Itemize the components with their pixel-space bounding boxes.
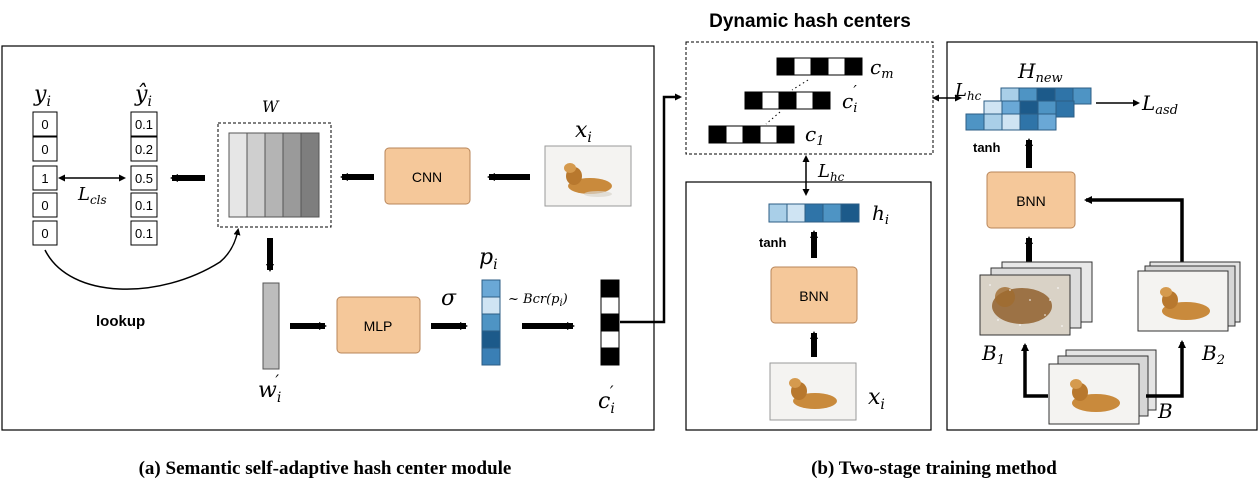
arrow-b2-to-bnn [1084, 196, 1184, 262]
c1-label: c1 [805, 122, 824, 149]
y-label: yi [33, 82, 51, 110]
panel-b-left-frame [685, 181, 932, 431]
y-cell-3: 0 [41, 198, 48, 213]
yhat-vector: 0.1 0.2 0.5 0.1 0.1 [130, 111, 158, 246]
c1-code [708, 125, 795, 144]
ci-label: ci′ [598, 382, 615, 417]
cm-label: cm [870, 55, 894, 82]
ci-code [744, 91, 831, 110]
y-cell-4: 0 [41, 226, 48, 241]
bernoulli-label: ~ Bcr(pi) [508, 292, 568, 309]
cnn-block [384, 147, 471, 205]
sigma-label: σ [441, 286, 457, 311]
centers-dots-top [791, 79, 809, 91]
bnn-block-right [986, 171, 1076, 229]
yhat-cell-1: 0.2 [135, 142, 153, 157]
arrow-b-to-b1 [1021, 343, 1048, 398]
pi-label: pi [479, 245, 498, 273]
lhc-label-vertical: Lhc [817, 161, 845, 184]
hnew-stack [965, 87, 1092, 131]
mlp-block [336, 296, 421, 354]
hi-label: hi [872, 201, 889, 228]
mlp-label: MLP [364, 318, 393, 334]
cnn-label: CNN [412, 169, 442, 185]
dog-image-b-left [769, 362, 857, 421]
xi-label-b: xi [868, 385, 885, 413]
y-cell-0: 0 [41, 117, 48, 132]
ci-to-centers-line [620, 93, 682, 324]
y-vector: 0 0 1 0 0 [32, 111, 58, 246]
centers-dots-bottom [765, 111, 781, 125]
bnn-label-right: BNN [1016, 193, 1046, 209]
w-matrix [228, 132, 320, 218]
y-cell-2: 1 [41, 171, 48, 186]
wi-vector [262, 282, 280, 370]
panel-b-right-frame [946, 41, 1258, 431]
ci-vector [600, 279, 620, 366]
panel-a-frame [1, 45, 655, 431]
pi-vector [481, 279, 501, 366]
bnn-label-left: BNN [799, 288, 829, 304]
bnn-block-left [770, 266, 858, 324]
dog-image-a [544, 145, 632, 207]
hnew-label: Hnew [1017, 59, 1063, 86]
tanh-label-left: tanh [759, 235, 787, 250]
caption-b: (b) Two-stage training method [811, 458, 1057, 479]
ci-code-label: ci′ [842, 82, 857, 116]
b-label: B [1157, 399, 1173, 423]
lookup-arrow [44, 228, 241, 290]
b1-label: B1 [981, 341, 1005, 368]
b2-images [1137, 261, 1241, 332]
b-images [1048, 349, 1157, 425]
lcls-label: Lcls [77, 184, 107, 207]
w-matrix-frame [217, 122, 332, 228]
dynamic-centers-title: Dynamic hash centers [709, 11, 911, 32]
b1-images [979, 261, 1093, 336]
lasd-label: Lasd [1141, 91, 1178, 118]
b2-label: B2 [1201, 341, 1225, 368]
tanh-label-right: tanh [973, 140, 1001, 155]
yhat-cell-0: 0.1 [135, 117, 153, 132]
xi-label-a: xi [575, 118, 592, 146]
yhat-cell-3: 0.1 [135, 198, 153, 213]
yhat-cell-4: 0.1 [135, 226, 153, 241]
lhc-label-horizontal: Lhc [954, 80, 982, 103]
lookup-label: lookup [96, 313, 145, 330]
caption-a: (a) Semantic self-adaptive hash center m… [139, 458, 512, 479]
yhat-cell-2: 0.5 [135, 171, 153, 186]
w-label: W [262, 97, 280, 116]
cm-code [776, 57, 863, 76]
hi-vector [768, 203, 860, 223]
y-cell-1: 0 [41, 142, 48, 157]
wi-label: wi′ [258, 371, 281, 406]
arrow-b-to-b2 [1146, 340, 1186, 398]
yhat-label: ŷi [134, 82, 152, 110]
